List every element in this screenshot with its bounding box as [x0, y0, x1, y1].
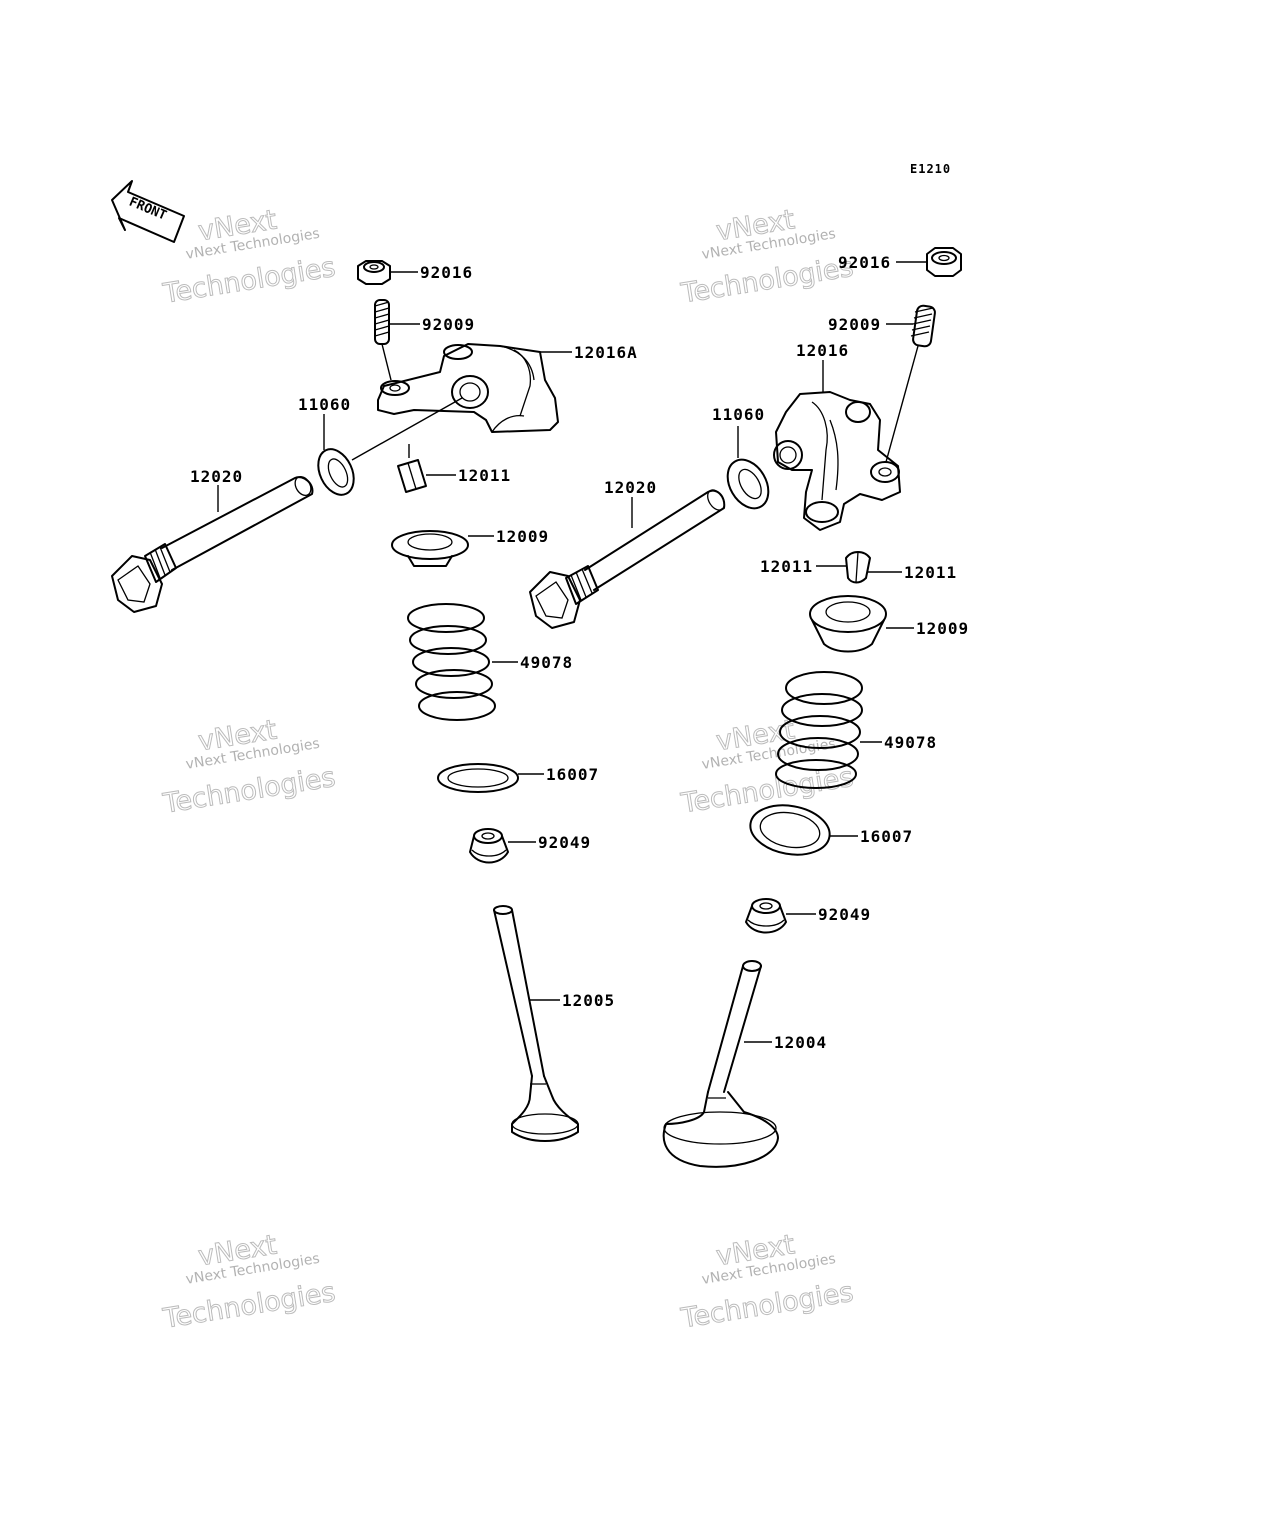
label-right-stud: 92009: [828, 315, 881, 334]
label-left-stem-seal: 92049: [538, 833, 591, 852]
label-left-spring: 49078: [520, 653, 573, 672]
right-stud-part: [910, 304, 936, 348]
right-spring-seat-part: [749, 804, 831, 856]
right-rocker-arm-part: [773, 391, 901, 531]
label-right-valve: 12004: [774, 1033, 827, 1052]
right-stem-seal-part: [745, 898, 787, 934]
left-retainer-part: [391, 530, 469, 567]
label-right-spring: 49078: [884, 733, 937, 752]
right-nut-part: [926, 247, 962, 277]
label-left-rocker-arm: 12016A: [574, 343, 638, 362]
left-valve-part: [493, 905, 579, 1142]
label-left-washer: 11060: [298, 395, 351, 414]
left-cotter-part: [397, 459, 427, 493]
label-left-stud: 92009: [422, 315, 475, 334]
label-right-nut: 92016: [838, 253, 891, 272]
label-left-retainer: 12009: [496, 527, 549, 546]
left-spring-part: [407, 603, 496, 721]
left-nut-part: [357, 260, 391, 285]
label-left-nut: 92016: [420, 263, 473, 282]
watermark-top-right: vNext vNext Technologies Technologies: [678, 204, 856, 310]
label-right-washer: 11060: [712, 405, 765, 424]
front-arrow-icon: FRONT: [111, 180, 185, 243]
label-right-shaft: 12020: [604, 478, 657, 497]
label-right-spring-seat: 16007: [860, 827, 913, 846]
label-right-cotter-b: 12011: [904, 563, 957, 582]
svg-text:FRONT: FRONT: [127, 195, 169, 224]
watermark-mid-right: vNext vNext Technologies Technologies: [678, 714, 856, 820]
right-washer-part: [726, 458, 770, 510]
right-cotter-part: [845, 551, 871, 584]
label-right-cotter-a: 12011: [760, 557, 813, 576]
left-shaft-part: [111, 476, 314, 613]
watermark-bottom-left: vNext vNext Technologies Technologies: [160, 1229, 338, 1335]
right-retainer-part: [809, 595, 887, 653]
left-stem-seal-part: [469, 828, 509, 864]
left-rocker-arm-part: [377, 343, 559, 433]
watermark-mid-left: vNext vNext Technologies Technologies: [160, 714, 338, 820]
left-stud-part: [374, 299, 390, 345]
label-left-spring-seat: 16007: [546, 765, 599, 784]
left-spring-seat-part: [437, 763, 519, 793]
right-shaft-part: [529, 489, 726, 629]
left-washer-part: [317, 448, 355, 496]
label-left-valve: 12005: [562, 991, 615, 1010]
label-right-retainer: 12009: [916, 619, 969, 638]
diagram-code: E1210: [910, 162, 951, 176]
right-valve-part: [662, 960, 779, 1168]
label-right-stem-seal: 92049: [818, 905, 871, 924]
label-right-rocker-arm: 12016: [796, 341, 849, 360]
watermark-bottom-right: vNext vNext Technologies Technologies: [678, 1229, 856, 1335]
right-spring-part: [775, 671, 863, 789]
label-left-shaft: 12020: [190, 467, 243, 486]
label-left-cotter: 12011: [458, 466, 511, 485]
